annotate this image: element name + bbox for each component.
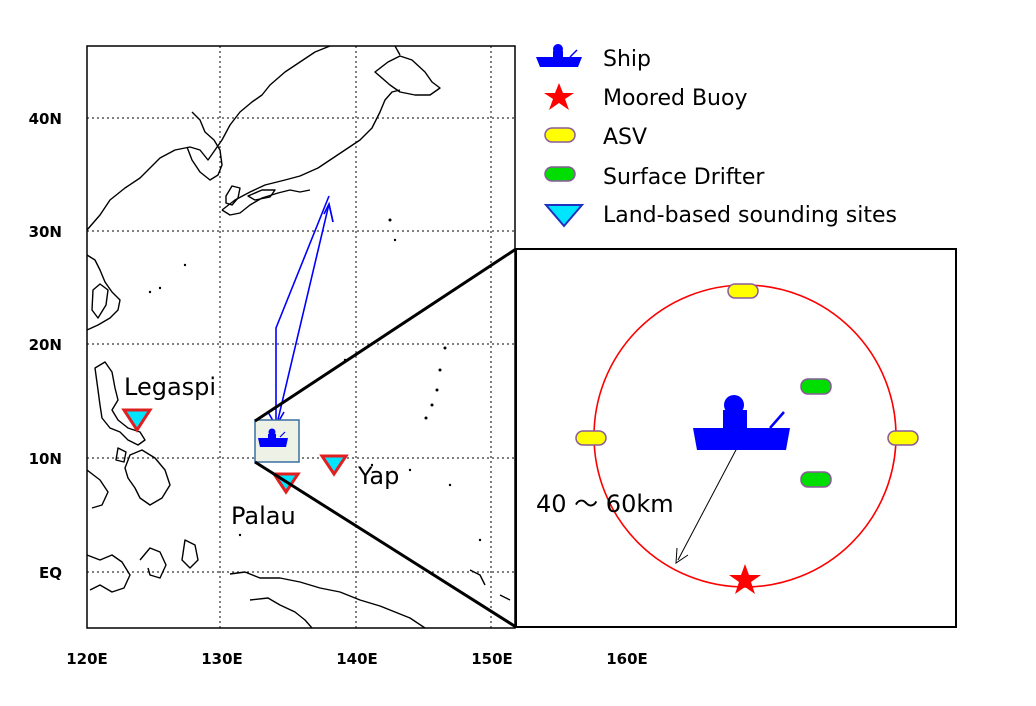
map-ship-icon [258,428,288,447]
yellow-capsule-icon [544,127,576,143]
korea-coast [186,111,223,181]
map-frame [86,45,516,629]
legend-item-surface-drifter: Surface Drifter [544,165,765,190]
legend-label-sounding-sites: Land-based sounding sites [603,203,897,228]
asv-marker-east [887,430,919,446]
inset-panel: 40 ～ 60km [515,248,957,628]
x-axis-ticks: 120E 130E 140E 150E 160E [66,650,648,668]
mindanao-coast [124,449,171,506]
radius-arrowhead [675,547,689,564]
sulawesi-coast [139,547,167,579]
solomon-coast [499,594,511,601]
asv-marker-west [575,430,607,446]
new-guinea-south-coast [249,597,313,628]
legend-label-moored-buoy: Moored Buoy [603,86,747,111]
palawan-coast [87,469,109,509]
luzon-coast [94,361,146,446]
drifter-marker [800,378,832,395]
x-tick: 150E [471,650,513,668]
y-tick: EQ [39,564,62,582]
legend-item-asv: ASV [544,125,647,150]
bismarck-coast [469,569,486,586]
x-tick: 160E [606,650,648,668]
honshu-coast [221,89,401,211]
cyan-triangle-icon [543,204,585,228]
visayas-coast [115,447,127,463]
site-label-yap: Yap [357,462,399,490]
kyushu-coast [225,185,241,206]
y-tick: 30N [29,223,62,241]
taiwan-coast [91,283,109,319]
shikoku-coast [247,189,276,201]
star-icon [544,83,574,110]
legend-item-moored-buoy: Moored Buoy [544,83,747,111]
asv-marker-north [727,283,759,299]
ship-track-arrowhead-north [323,201,334,223]
x-tick: 120E [66,650,108,668]
inset-ship-icon [693,395,790,450]
legend-label-asv: ASV [603,125,647,150]
legend-label-surface-drifter: Surface Drifter [603,165,765,190]
map-panel: Legaspi Palau Yap 40N 30N 20N 10N EQ 120… [29,45,648,668]
sakhalin-coast [394,46,401,56]
x-tick: 140E [336,650,378,668]
distance-label: 40 ～ 60km [536,490,674,518]
ship-icon [536,44,582,67]
coastlines [87,46,511,628]
zoom-connectors [254,247,517,629]
ship-track-outbound [275,195,330,426]
site-marker-legaspi [121,408,153,433]
drifter-marker [800,471,832,488]
site-label-palau: Palau [231,502,296,530]
ship-track [267,195,334,429]
china-coast [87,46,331,231]
x-tick: 130E [201,650,243,668]
legend-label-ship: Ship [603,47,651,72]
legend: Ship Moored Buoy ASV Surface Drifter Lan… [536,44,897,228]
site-label-legaspi: Legaspi [124,373,216,401]
south-china-coast [87,254,121,331]
new-guinea-north-coast [229,571,426,628]
legend-item-ship: Ship [536,44,651,72]
borneo-coast [87,554,131,593]
radius-arrow [677,447,738,561]
small-islands [148,218,482,542]
site-marker-yap [319,454,349,477]
hokkaido-coast [374,55,441,96]
y-tick: 10N [29,450,62,468]
halmahera-coast [181,539,199,569]
green-capsule-icon [544,166,576,182]
legend-item-sounding-sites: Land-based sounding sites [543,203,897,228]
y-tick: 40N [29,110,62,128]
y-axis-ticks: 40N 30N 20N 10N EQ [29,110,62,582]
moored-buoy-star [729,564,761,594]
y-tick: 20N [29,336,62,354]
